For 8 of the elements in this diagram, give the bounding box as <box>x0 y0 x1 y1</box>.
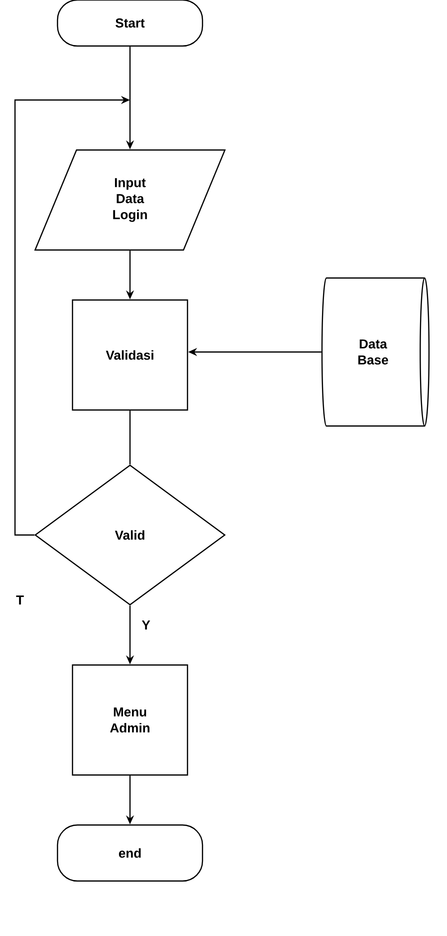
end-terminal: end <box>56 824 204 882</box>
process-box: Validasi <box>72 299 188 411</box>
database-cylinder: Data Base <box>321 277 430 427</box>
edge-label: T <box>15 594 25 606</box>
edge-label: Y <box>140 620 152 630</box>
process-box: Menu Admin <box>72 664 188 776</box>
input-parallelogram: Input Data Login <box>34 149 226 251</box>
start-terminal: Start <box>56 0 204 47</box>
